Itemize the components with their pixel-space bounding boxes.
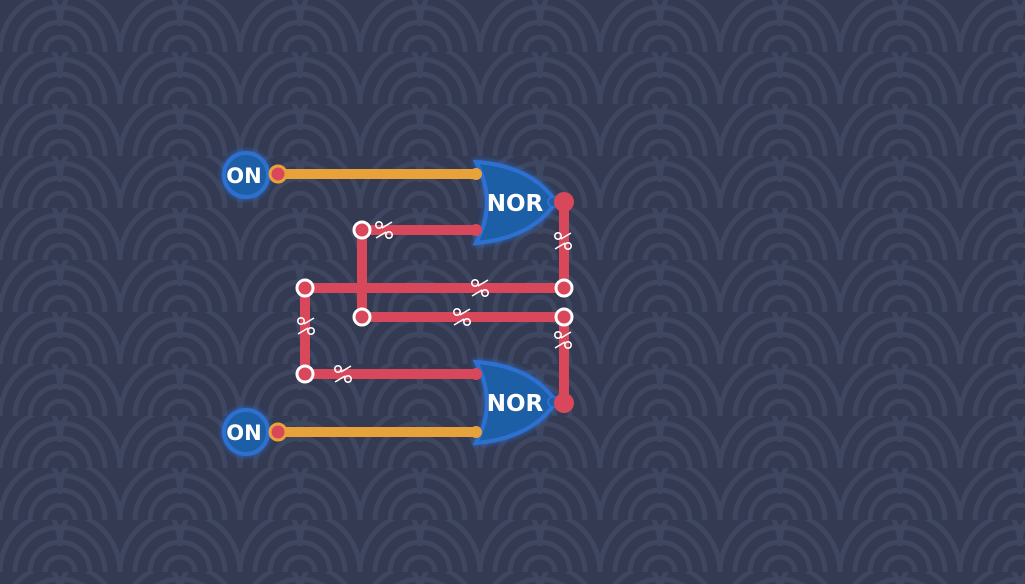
- gate-input-port[interactable]: [470, 426, 482, 438]
- input-output-port[interactable]: [268, 164, 288, 184]
- nor-gate-body[interactable]: [472, 159, 559, 246]
- wire-joint[interactable]: [554, 278, 574, 298]
- gate-label: NOR: [487, 391, 544, 417]
- gate-output-port[interactable]: [554, 192, 574, 212]
- wire-joint[interactable]: [295, 278, 315, 298]
- nor-gate-2[interactable]: NOR: [470, 359, 574, 446]
- wire-joint[interactable]: [295, 364, 315, 384]
- input-node-body[interactable]: [222, 408, 270, 456]
- gate-input-port[interactable]: [470, 168, 482, 180]
- input-node-1[interactable]: ON: [222, 151, 288, 199]
- wire-joint[interactable]: [352, 307, 372, 327]
- gate-label: NOR: [487, 191, 544, 217]
- nor-gate-1[interactable]: NOR: [470, 159, 574, 246]
- gate-output-port[interactable]: [554, 393, 574, 413]
- input-label: ON: [226, 164, 261, 188]
- input-node-body[interactable]: [222, 151, 270, 199]
- input-node-2[interactable]: ON: [222, 408, 288, 456]
- input-output-port[interactable]: [268, 422, 288, 442]
- gate-input-port[interactable]: [470, 368, 482, 380]
- gate-input-port[interactable]: [470, 224, 482, 236]
- wire-joint[interactable]: [554, 307, 574, 327]
- input-label: ON: [226, 421, 261, 445]
- wire-joint[interactable]: [352, 220, 372, 240]
- nor-gate-body[interactable]: [472, 359, 559, 446]
